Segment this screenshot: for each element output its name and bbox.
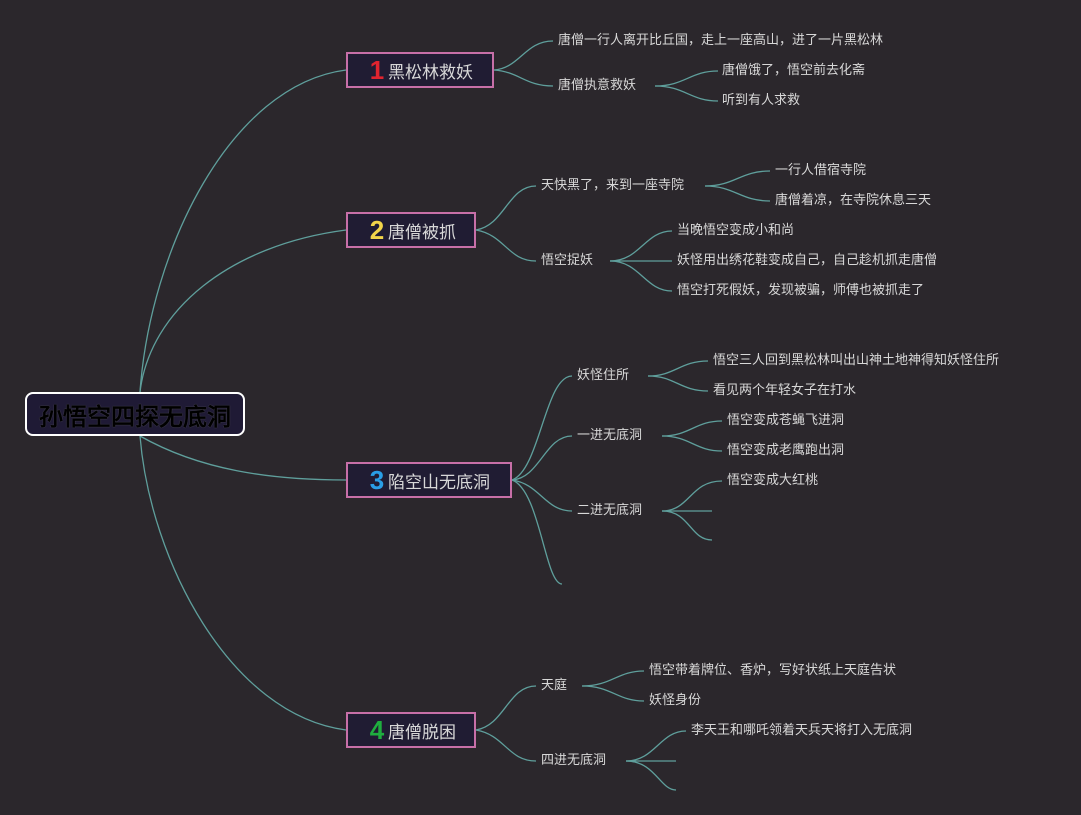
subtopic-1-2-2[interactable]: 听到有人求救 <box>722 93 801 108</box>
link-b2c2-g3 <box>609 260 673 292</box>
branch-label-4: 唐僧脱困 <box>388 722 456 743</box>
subtopic-1-1[interactable]: 唐僧一行人离开比丘国，走上一座高山，进了一片黑松林 <box>558 33 884 48</box>
link-root-b1 <box>139 69 347 393</box>
subtopic-4-1-2[interactable]: 妖怪身份 <box>649 693 702 708</box>
subtopic-4-1[interactable]: 天庭 <box>541 678 568 693</box>
subtopic-3-2[interactable]: 一进无底洞 <box>577 428 643 443</box>
branch-number-4: 4 <box>369 714 385 745</box>
subtopic-1-2-1[interactable]: 唐僧饿了，悟空前去化斋 <box>722 63 866 78</box>
subtopic-3-1-1[interactable]: 悟空三人回到黑松林叫出山神土地神得知妖怪住所 <box>713 353 1000 368</box>
link-root-b3 <box>139 435 347 481</box>
link-b3c1-g2 <box>647 375 709 392</box>
subtopic-2-2[interactable]: 悟空捉妖 <box>541 253 594 268</box>
subtopic-4-2[interactable]: 四进无底洞 <box>541 753 607 768</box>
subtopic-2-2-2[interactable]: 妖怪用出绣花鞋变成自己，自己趁机抓走唐僧 <box>677 253 938 268</box>
link-b3-c1 <box>511 375 573 481</box>
branch-number-2: 2 <box>369 214 385 245</box>
subtopic-2-1-2[interactable]: 唐僧着凉，在寺院休息三天 <box>775 193 932 208</box>
link-b4-c2 <box>475 729 537 762</box>
branch-number-1: 1 <box>369 54 385 85</box>
link-b1-c1 <box>493 40 554 71</box>
link-b3-c3 <box>511 479 573 512</box>
link-b4c2-g1 <box>625 730 687 762</box>
link-b2-c1 <box>475 185 537 231</box>
link-b1-c2 <box>493 69 554 87</box>
subtopic-4-2-1[interactable]: 李天王和哪吒领着天兵天将打入无底洞 <box>691 723 913 738</box>
link-b3-c2 <box>511 435 573 481</box>
link-b1c2-g2 <box>654 85 719 102</box>
link-b3-c4 <box>511 479 563 585</box>
branch-topic-2[interactable]: 2 唐僧被抓 <box>346 212 476 248</box>
link-b4c2-g3 <box>625 760 677 791</box>
link-b3c2-g1 <box>661 420 723 437</box>
subtopic-3-1[interactable]: 妖怪住所 <box>577 368 630 383</box>
branch-topic-3[interactable]: 3 陷空山无底洞 <box>346 462 512 498</box>
subtopic-3-3-1[interactable]: 悟空变成大红桃 <box>727 473 819 488</box>
link-b2c1-g2 <box>704 185 771 202</box>
branch-topic-4[interactable]: 4 唐僧脱困 <box>346 712 476 748</box>
root-topic-label: 孙悟空四探无底洞 <box>39 402 231 431</box>
link-b3c3-g1 <box>661 480 723 512</box>
branch-number-3: 3 <box>369 464 385 495</box>
subtopic-3-1-2[interactable]: 看见两个年轻女子在打水 <box>713 383 857 398</box>
link-root-b2 <box>139 229 347 393</box>
link-b2c2-g1 <box>609 230 673 262</box>
link-root-b4 <box>139 435 347 731</box>
subtopic-2-1[interactable]: 天快黑了，来到一座寺院 <box>541 178 685 193</box>
subtopic-1-2[interactable]: 唐僧执意救妖 <box>558 78 637 93</box>
link-b1c2-g1 <box>654 70 719 87</box>
link-b3c2-g2 <box>661 435 723 452</box>
subtopic-3-3[interactable]: 二进无底洞 <box>577 503 643 518</box>
subtopic-4-1-1[interactable]: 悟空带着牌位、香炉，写好状纸上天庭告状 <box>649 663 897 678</box>
branch-label-2: 唐僧被抓 <box>388 222 456 243</box>
subtopic-2-1-1[interactable]: 一行人借宿寺院 <box>775 163 867 178</box>
subtopic-2-2-1[interactable]: 当晚悟空变成小和尚 <box>677 223 795 238</box>
link-b2-c2 <box>475 229 537 262</box>
link-b3c3-g3 <box>661 510 713 541</box>
root-topic[interactable]: 孙悟空四探无底洞 <box>25 392 245 436</box>
link-b2c1-g1 <box>704 170 771 187</box>
link-b4c1-g2 <box>581 685 645 702</box>
subtopic-2-2-3[interactable]: 悟空打死假妖，发现被骗，师傅也被抓走了 <box>677 283 925 298</box>
subtopic-3-2-2[interactable]: 悟空变成老鹰跑出洞 <box>727 443 845 458</box>
link-b4-c1 <box>475 685 537 731</box>
subtopic-3-2-1[interactable]: 悟空变成苍蝇飞进洞 <box>727 413 845 428</box>
branch-label-3: 陷空山无底洞 <box>388 472 490 493</box>
link-b4c1-g1 <box>581 670 645 687</box>
link-b3c1-g1 <box>647 360 709 377</box>
branch-label-1: 黑松林救妖 <box>388 62 473 83</box>
branch-topic-1[interactable]: 1 黑松林救妖 <box>346 52 494 88</box>
